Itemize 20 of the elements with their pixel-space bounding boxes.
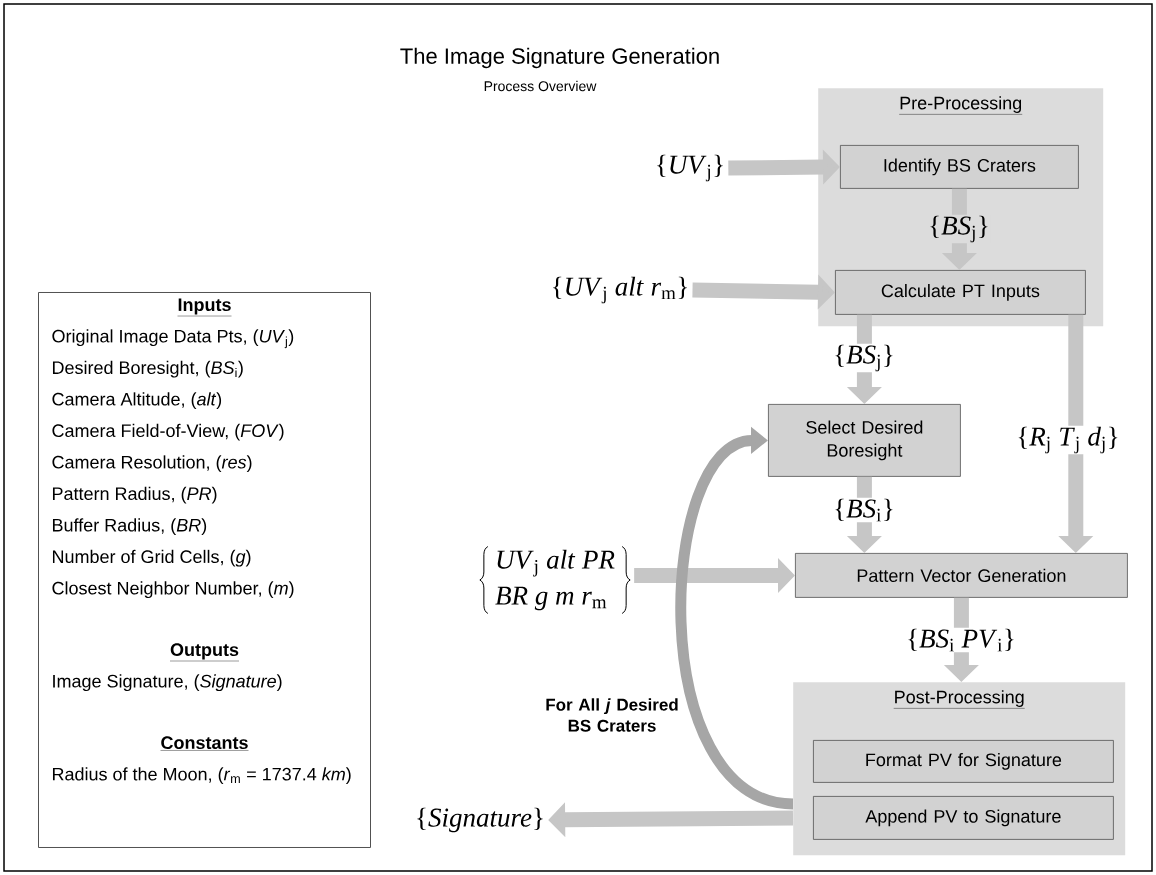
- edge-label: {BS$_{i}$}: [832, 497, 896, 523]
- edge-label: {BS$_{j}$}: [832, 343, 896, 373]
- title: The Image Signature Generation: [400, 47, 719, 69]
- loop-label: For All j Desired BS Craters: [540, 696, 684, 734]
- set-notation: {UV$_{j}$}: [657, 154, 723, 182]
- edge-label: {R$_{j}$ T$_{j}$ d$_{j}$}: [1015, 425, 1121, 455]
- set-notation: {Signature}: [417, 807, 543, 833]
- set-notation: UV$_{j}$ alt PR BR g m r$_{m}$: [495, 549, 615, 611]
- subtitle: Process Overview: [484, 80, 597, 92]
- legend-box: Inputs Original Image Data Pts, (UV$_{j}$) Desired Boresight, (BS$_{i}$) Camera Altitude, (alt) Camera Field-of-View, (FOV) Camera Resolution, (res) Pattern Radius, (PR) Buffer Radius, (BR) Number of Grid Cells, (g) Closest Neighbor Number, (m) Outputs Image Signature, (Signature) Constants Radius of the Moon, (r$_{m}$ = 1737.4 km): [38, 292, 371, 848]
- edge-label: {BS$_{i}$ PV$_{i}$}: [905, 627, 1017, 653]
- process-box: Select Desired Boresight: [768, 404, 961, 477]
- process-box: Format PV for Signature: [813, 740, 1114, 783]
- process-box: Calculate PT Inputs: [835, 270, 1086, 315]
- process-box: Pattern Vector Generation: [795, 553, 1128, 598]
- block-arrow: [675, 426, 795, 810]
- edge-label: {BS$_{j}$}: [927, 214, 991, 244]
- process-box: Identify BS Craters: [840, 145, 1079, 189]
- process-box: Append PV to Signature: [813, 796, 1114, 840]
- set-notation: {UV$_{j}$ alt r$_{m}$}: [553, 276, 687, 304]
